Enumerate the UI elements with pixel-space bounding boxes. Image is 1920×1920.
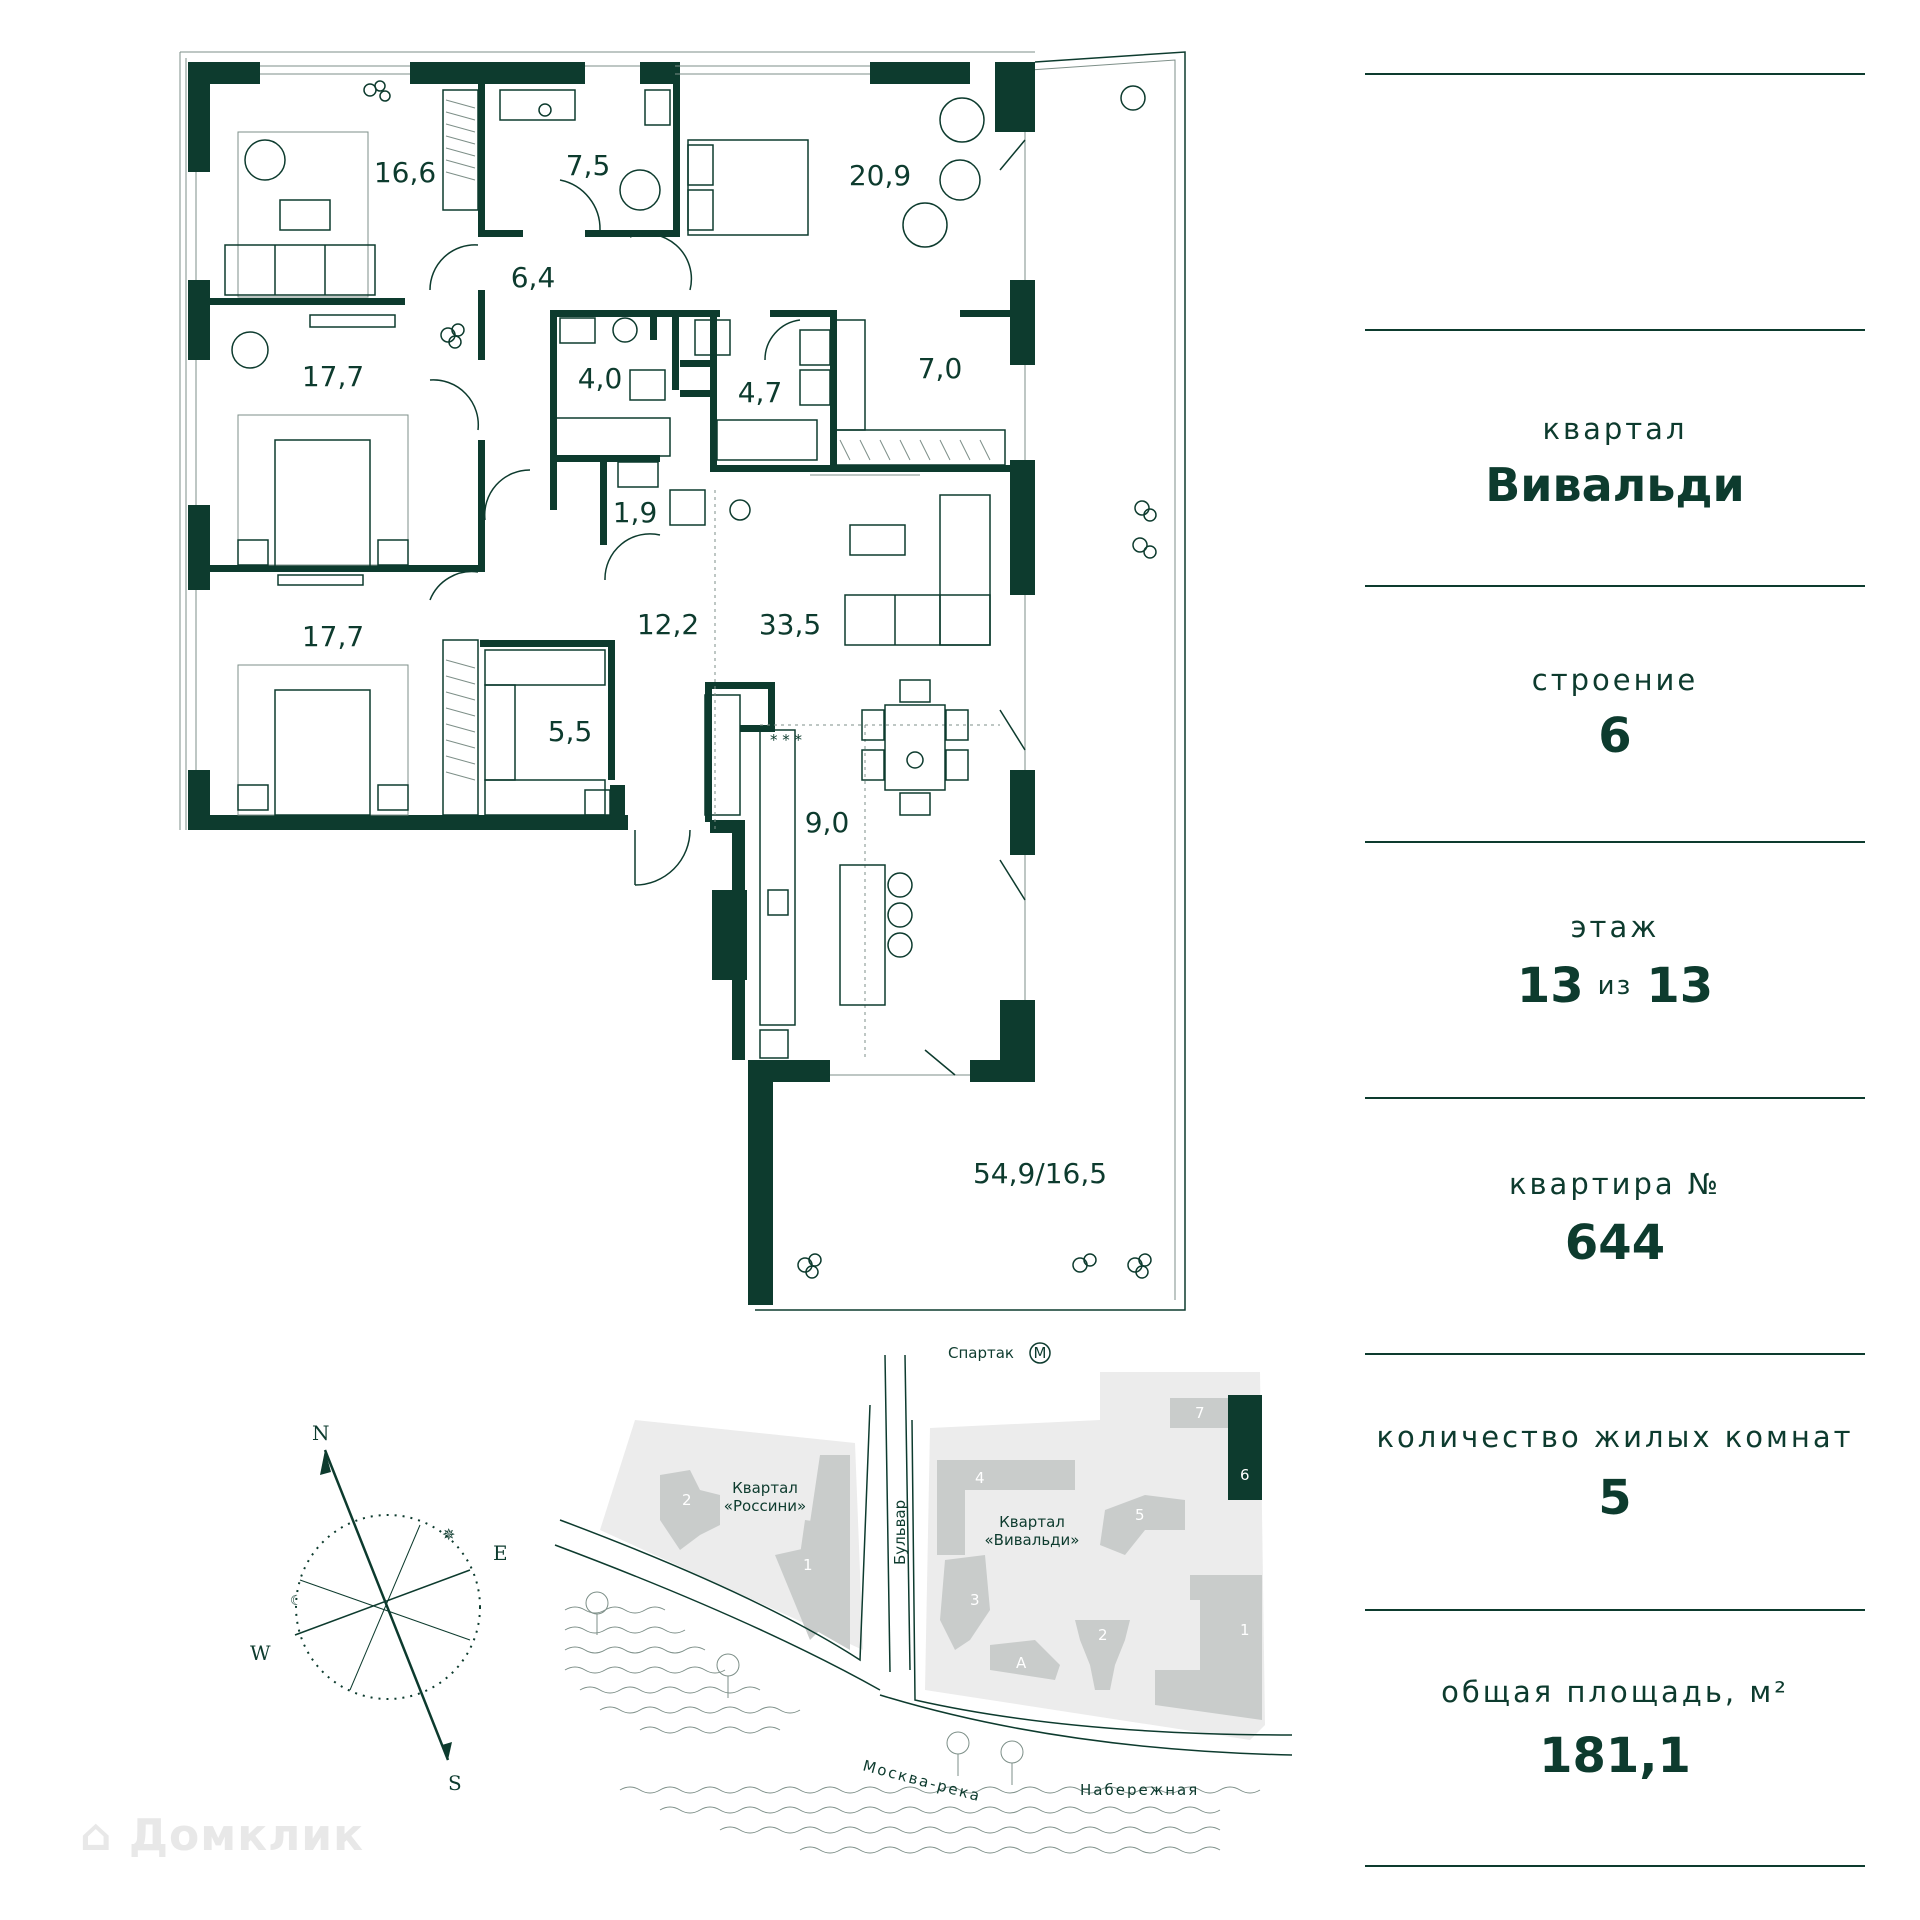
compass-north: N — [312, 1421, 330, 1445]
building-number: 2 — [1098, 1626, 1108, 1644]
floor-label: этаж — [1570, 910, 1660, 944]
watermark-text: Домклик — [128, 1810, 364, 1861]
river-label: Москва-река — [861, 1756, 983, 1805]
room-area-label: 6,4 — [511, 261, 556, 294]
room-area-label: 17,7 — [302, 620, 364, 653]
room-area-label: 9,0 — [805, 806, 850, 839]
compass-west: W — [250, 1641, 271, 1665]
room-area-label: 7,5 — [566, 149, 611, 182]
quarter-vivaldi-label: Квартал«Вивальди» — [985, 1513, 1080, 1549]
building-number: 2 — [682, 1491, 692, 1509]
building-number: A — [1016, 1654, 1027, 1672]
floor-current: 13 — [1516, 958, 1584, 1014]
floor-separator: из — [1597, 971, 1633, 1001]
floor-plan: * * * 16,6 7,5 20,9 6,4 17,7 4,0 4,7 7,0… — [179, 51, 1186, 1311]
tree-icon — [585, 1591, 1024, 1785]
divider — [1365, 1097, 1865, 1099]
boulevard-label: Бульвар — [891, 1500, 909, 1565]
room-area-label: 33,5 — [759, 608, 821, 641]
room-area-label: 12,2 — [637, 608, 699, 641]
divider — [1365, 841, 1865, 843]
compass-east: E — [493, 1541, 508, 1565]
building-label: строение — [1531, 663, 1699, 697]
building-number: 5 — [1135, 1506, 1145, 1524]
sun-icon: ✵ — [442, 1525, 455, 1544]
site-map: Спартак М Бульвар Москва-река Набережная… — [554, 1342, 1293, 1854]
divider — [1365, 329, 1865, 331]
quarter-value: Вивальди — [1485, 458, 1745, 512]
total-area-value: 181,1 — [1539, 1728, 1691, 1784]
north-arrow-icon — [320, 1450, 331, 1475]
quarter-rossini-label: Квартал«Россини» — [724, 1479, 806, 1515]
building-number: 1 — [803, 1556, 813, 1574]
living-rooms-label: количество жилых комнат — [1376, 1420, 1854, 1454]
room-area-label: 4,0 — [578, 362, 623, 395]
room-area-label: 4,7 — [738, 376, 783, 409]
floor-value: 13 из 13 — [1365, 958, 1865, 1014]
divider — [1365, 1609, 1865, 1611]
room-area-label: 20,9 — [849, 159, 911, 192]
building-6-highlight — [1228, 1395, 1262, 1500]
metro-symbol: М — [1034, 1344, 1047, 1362]
room-area-label: 17,7 — [302, 360, 364, 393]
apartment-value: 644 — [1564, 1215, 1666, 1271]
living-rooms-value: 5 — [1598, 1470, 1632, 1526]
building-number: 7 — [1195, 1404, 1205, 1422]
divider — [1365, 73, 1865, 75]
house-logo-icon: ⌂ — [80, 1810, 113, 1861]
building-value: 6 — [1598, 708, 1632, 764]
floor-total: 13 — [1646, 958, 1714, 1014]
total-area-label: общая площадь, м² — [1441, 1675, 1789, 1709]
svg-text:* * *: * * * — [770, 731, 803, 749]
building-number: 4 — [975, 1469, 985, 1487]
room-area-label: 7,0 — [918, 352, 963, 385]
room-area-label: 16,6 — [374, 156, 436, 189]
divider — [1365, 1353, 1865, 1355]
metro-icon — [1029, 1342, 1051, 1364]
compass-rose: N E S W ✵ ☾ — [250, 1421, 508, 1795]
metro-station-label: Спартак — [948, 1344, 1014, 1362]
apartment-label: квартира № — [1508, 1167, 1722, 1201]
room-area-label: 1,9 — [613, 496, 658, 529]
watermark: ⌂ Домклик — [80, 1810, 364, 1861]
divider — [1365, 1865, 1865, 1867]
moon-icon: ☾ — [290, 1593, 303, 1609]
compass-south: S — [448, 1771, 462, 1795]
building-number: 1 — [1240, 1621, 1250, 1639]
room-area-label: 5,5 — [548, 715, 593, 748]
quarter-label: квартал — [1542, 412, 1688, 446]
divider — [1365, 585, 1865, 587]
embankment-label: Набережная — [1080, 1781, 1199, 1799]
plant-icon — [363, 80, 1157, 1279]
building-number: 3 — [970, 1591, 980, 1609]
building-number: 6 — [1240, 1466, 1250, 1484]
room-area-label: 54,9/16,5 — [973, 1157, 1107, 1190]
